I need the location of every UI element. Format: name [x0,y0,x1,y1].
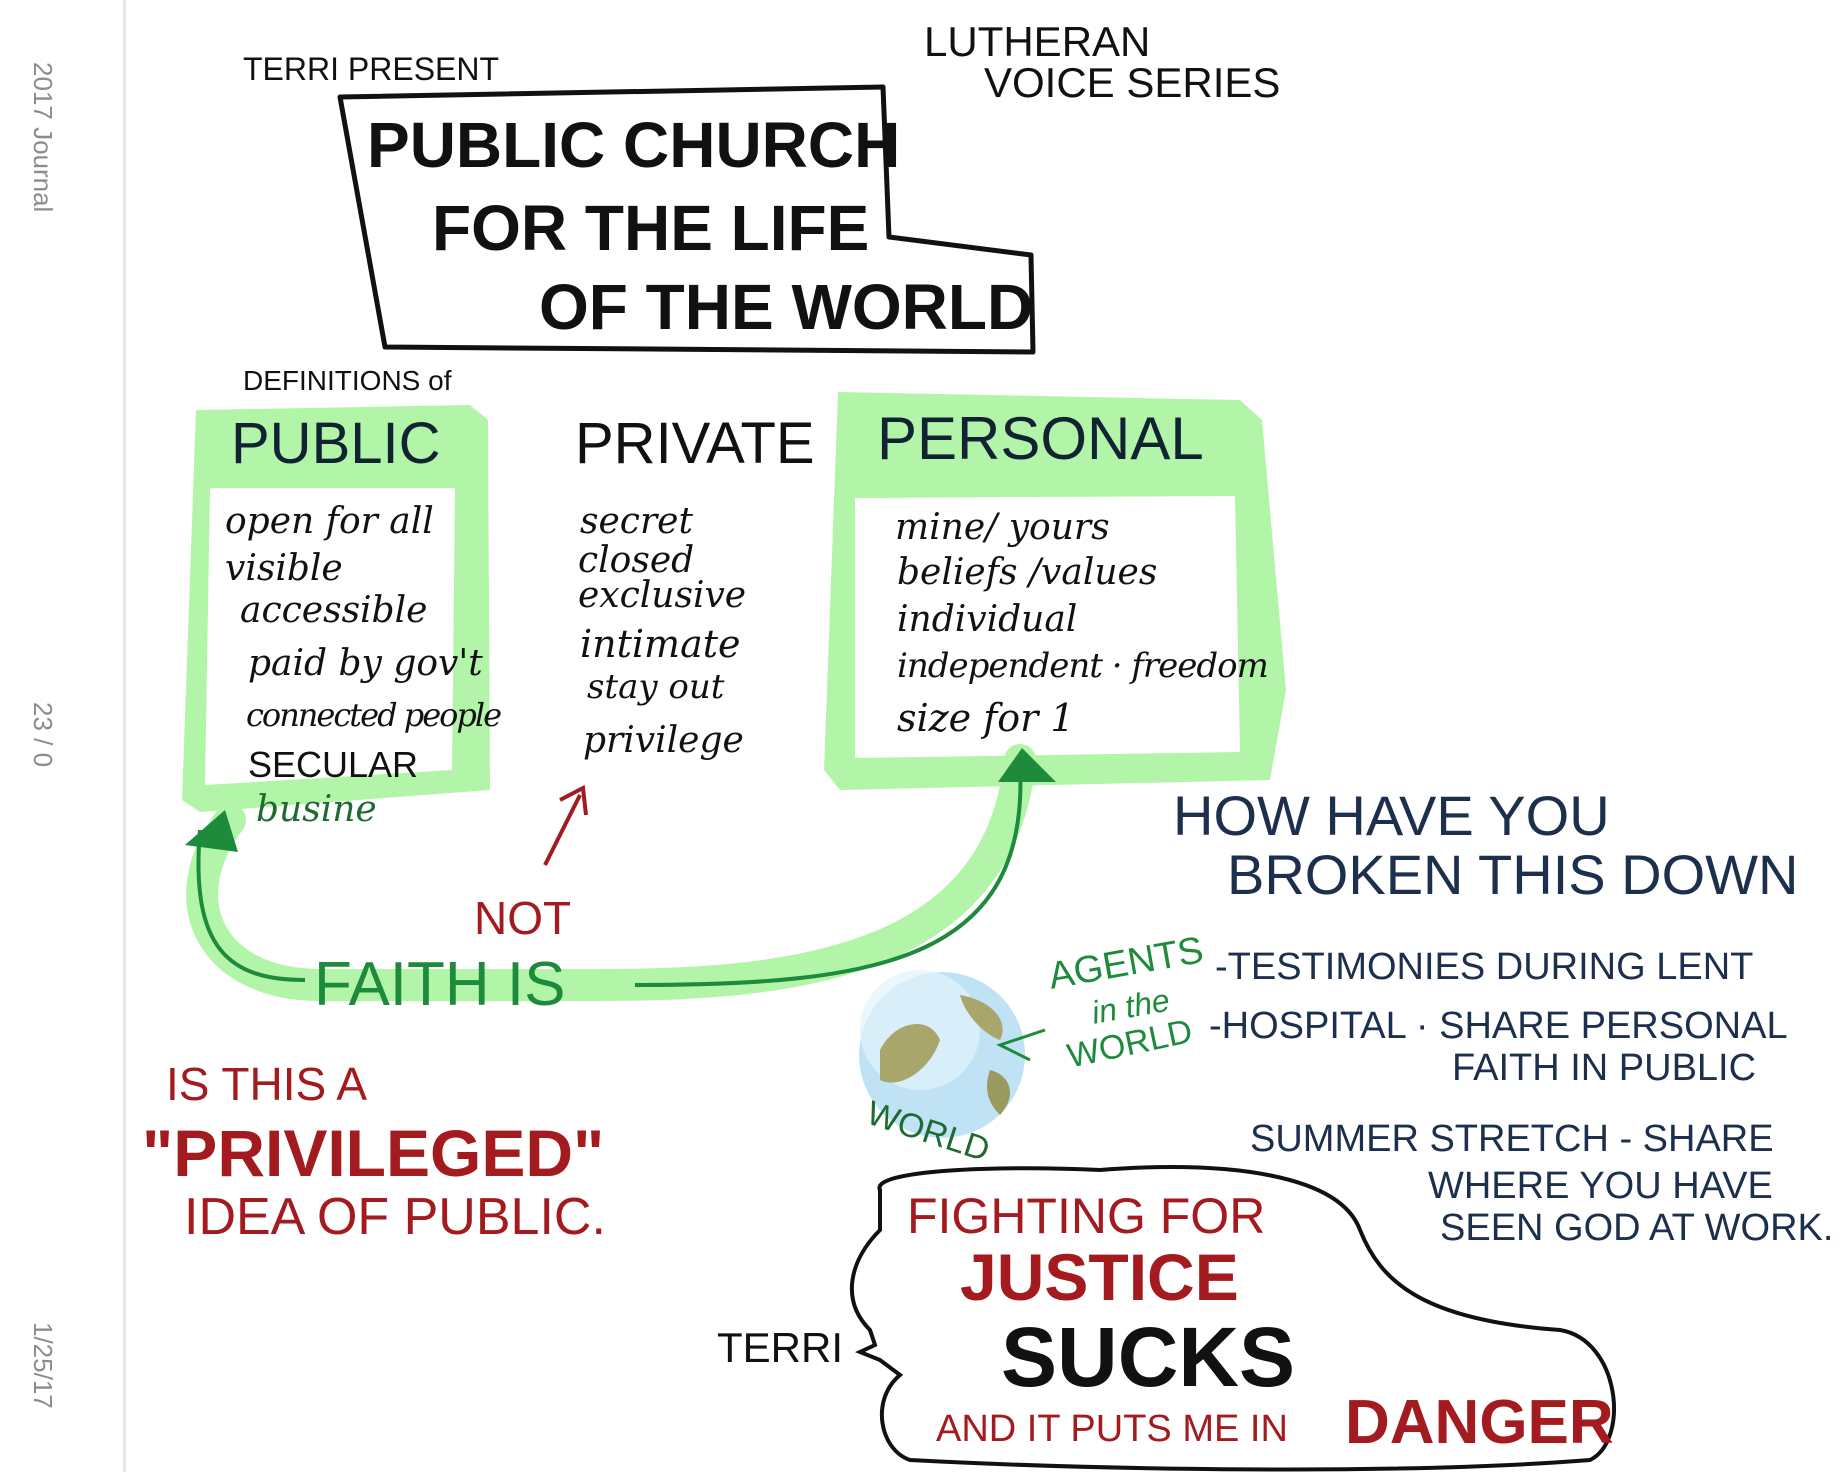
personal-heading: PERSONAL [877,405,1204,472]
question-line-2: BROKEN THIS DOWN [1227,843,1799,906]
list-item: open for all [225,501,434,542]
bubble-line-3: SUCKS [1001,1310,1296,1404]
bubble-line-5: DANGER [1345,1388,1614,1457]
bubble-line-1: FIGHTING FOR [907,1188,1266,1244]
list-item: exclusive [578,575,747,616]
private-heading: PRIVATE [575,411,815,476]
title-box-outline [337,84,1036,355]
arrowhead-personal-icon [998,748,1056,782]
list-item: accessible [240,590,428,631]
not-arrowhead-icon [559,784,588,816]
arrow-to-public [196,829,306,982]
series-line-2: VOICE SERIES [984,59,1281,106]
personal-highlight-box [824,392,1286,790]
list-item: busine [256,789,377,830]
arrow-to-personal [634,764,1023,987]
not-label: NOT [474,892,572,944]
title-line-3: OF THE WORLD [539,271,1034,343]
answer-testimonies: -TESTIMONIES DURING LENT [1215,946,1754,988]
speech-bubble-outline [849,1165,1616,1472]
bubble-speaker: TERRI [717,1324,843,1371]
list-item: visible [225,548,343,589]
answer-summer-stretch: SUMMER STRETCH - SHARE [1250,1118,1774,1160]
list-item: stay out [587,667,725,707]
globe-icon [859,970,1025,1138]
list-item: SECULAR [248,744,419,785]
definitions-label: DEFINITIONS of [243,365,452,396]
list-item: closed [578,540,695,581]
public-heading: PUBLIC [231,411,441,476]
presenter-label: TERRI PRESENT [243,51,500,87]
list-item: beliefs /values [897,552,1158,593]
list-item: individual [897,599,1078,640]
bubble-line-2: JUSTICE [960,1240,1239,1314]
answer-hospital: -HOSPITAL · SHARE PERSONAL [1209,1005,1788,1047]
bubble-line-4: AND IT PUTS ME IN [936,1408,1288,1450]
series-line-1: LUTHERAN [924,18,1151,65]
privileged-line-3: IDEA OF PUBLIC. [184,1188,606,1246]
list-item: intimate [580,622,741,666]
list-item: paid by gov't [248,643,483,684]
faith-is-label: FAITH IS [314,950,566,1019]
list-item: size for 1 [897,696,1075,740]
arrowhead-public-icon [185,810,238,852]
list-item: secret [580,501,693,542]
answer-summer-cont-2: SEEN GOD AT WORK. [1440,1207,1834,1249]
public-highlight-box [182,405,490,812]
question-line-1: HOW HAVE YOU [1173,784,1610,847]
title-line-2: FOR THE LIFE [432,192,870,264]
privileged-line-1: IS THIS A [166,1058,368,1110]
list-item: connected people [246,696,502,734]
answer-hospital-cont: FAITH IN PUBLIC [1452,1047,1757,1089]
list-item: privilege [583,720,744,761]
privileged-line-2: "PRIVILEGED" [142,1116,605,1190]
list-item: independent · freedom [897,646,1269,686]
answer-summer-cont-1: WHERE YOU HAVE [1428,1165,1773,1207]
agents-arrow-icon [996,1028,1046,1062]
list-item: mine/ yours [895,507,1110,548]
journal-sidebar: 2017 Journal 23 / 0 1/25/17 [0,0,126,1472]
not-arrow [543,794,582,866]
title-line-1: PUBLIC CHURCH [367,109,901,181]
